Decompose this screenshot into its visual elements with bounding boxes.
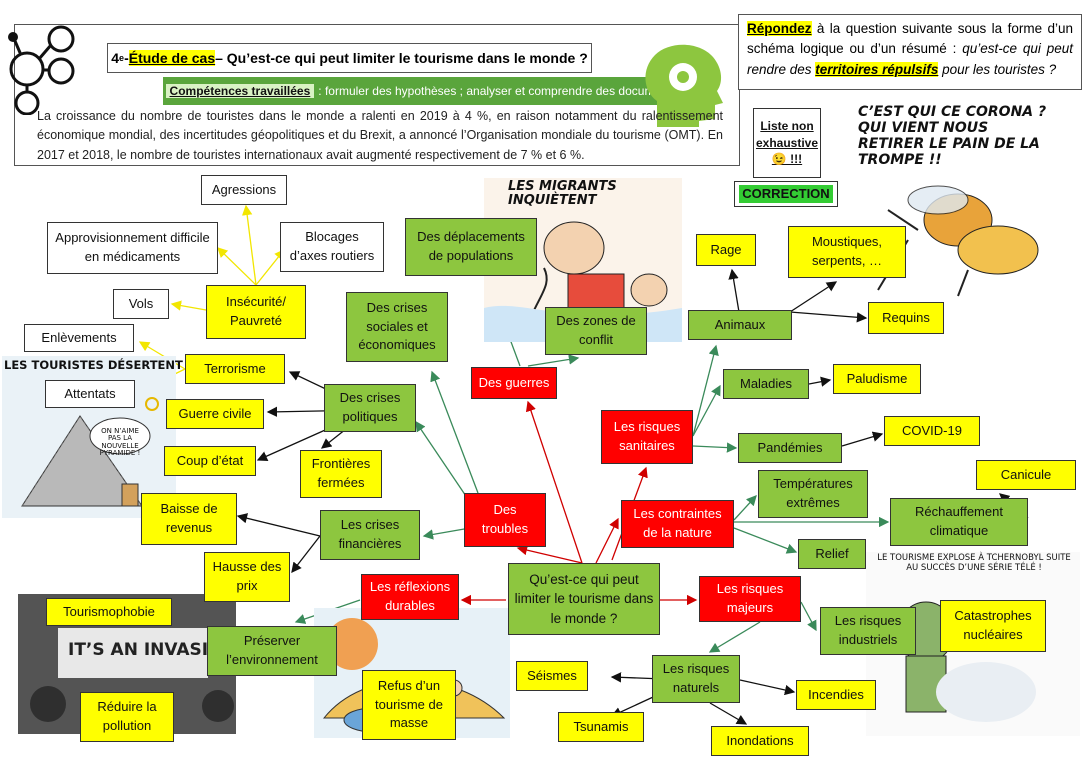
node-guerre-civile: Guerre civile	[166, 399, 264, 429]
skills-banner: Compétences travaillées : formuler des h…	[163, 77, 683, 105]
connector-arrow	[800, 601, 817, 632]
node-crises-financieres: Les crises financières	[320, 510, 420, 560]
node-hausse-prix: Hausse des prix	[204, 552, 290, 602]
connector-arrow	[841, 431, 884, 447]
node-crises-politiques: Des crises politiques	[324, 384, 416, 432]
node-animaux: Animaux	[688, 310, 792, 340]
node-risques-naturels: Les risques naturels	[652, 655, 740, 703]
connector-arrow	[808, 376, 832, 387]
connector-arrow	[708, 621, 761, 653]
node-canicule: Canicule	[976, 460, 1076, 490]
node-baisse-revenus: Baisse de revenus	[141, 493, 237, 545]
node-vols: Vols	[113, 289, 169, 319]
node-attentats: Attentats	[45, 380, 135, 408]
connector-arrow	[595, 517, 619, 564]
node-risques-industriels: Les risques industriels	[820, 607, 916, 655]
node-reflexions: Les réflexions durables	[361, 574, 459, 620]
connector-arrow	[255, 248, 285, 286]
connector-arrow	[739, 679, 796, 696]
node-contraintes: Les contraintes de la nature	[621, 500, 734, 548]
connector-arrow	[789, 311, 868, 323]
connector-arrow	[516, 545, 583, 564]
node-terrorisme: Terrorisme	[185, 354, 285, 384]
connector-arrow	[692, 442, 738, 453]
connector-arrow	[217, 247, 257, 286]
connector-arrow	[236, 513, 321, 537]
connector-arrow	[291, 535, 321, 574]
node-frontieres: Frontières fermées	[300, 450, 382, 498]
node-insecurite: Insécurité/ Pauvreté	[206, 285, 306, 339]
node-blocages: Blocages d’axes routiers	[280, 222, 384, 272]
node-crises-sociales: Des crises sociales et économiques	[346, 292, 448, 362]
node-maladies: Maladies	[723, 369, 809, 399]
connector-arrow	[241, 204, 257, 286]
node-refus: Refus d’un tourisme de masse	[362, 670, 456, 740]
node-requins: Requins	[868, 302, 944, 334]
connector-arrow	[789, 281, 838, 313]
intro-paragraph: La croissance du nombre de touristes dan…	[37, 109, 723, 162]
node-temperatures: Températures extrêmes	[758, 470, 868, 518]
connector-arrow	[430, 370, 479, 494]
node-relief: Relief	[798, 539, 866, 569]
connector-arrow	[733, 527, 798, 554]
connector-arrow	[692, 344, 719, 437]
liste-note: Liste non exhaustive 😉 !!!	[753, 108, 821, 178]
node-approvisionnement: Approvisionnement difficile en médicamen…	[47, 222, 218, 274]
node-covid: COVID-19	[884, 416, 980, 446]
node-agressions: Agressions	[201, 175, 287, 205]
connector-arrow	[527, 354, 580, 367]
node-deplacements: Des déplacements de populations	[405, 218, 537, 276]
node-pandemies: Pandémies	[738, 433, 842, 463]
connector-arrow	[733, 495, 757, 521]
node-tsunamis: Tsunamis	[558, 712, 644, 742]
node-enlevements: Enlèvements	[24, 324, 134, 352]
connector-arrow	[692, 384, 721, 437]
node-inondations: Inondations	[711, 726, 809, 756]
node-moustiques: Moustiques, serpents, …	[788, 226, 906, 278]
node-risques-majeurs: Les risques majeurs	[699, 576, 801, 622]
node-reduire: Réduire la pollution	[80, 692, 174, 742]
node-coup-etat: Coup d’état	[164, 446, 256, 476]
node-catastrophes: Catastrophes nucléaires	[940, 600, 1046, 652]
brain-gear-icon	[645, 44, 723, 128]
mindmap-logo-icon	[8, 25, 75, 115]
node-preserver: Préserver l’environnement	[207, 626, 337, 676]
node-tourismophobie: Tourismophobie	[46, 598, 172, 626]
node-risques-sanitaires: Les risques sanitaires	[601, 410, 693, 464]
node-troubles: Des troubles	[464, 493, 546, 547]
node-zones-conflit: Des zones de conflit	[545, 307, 647, 355]
connector-arrow	[170, 300, 207, 311]
node-center: Qu’est-ce qui peut limiter le tourisme d…	[508, 563, 660, 635]
node-guerres: Des guerres	[471, 367, 557, 399]
node-rage: Rage	[696, 234, 756, 266]
connector-arrow	[138, 341, 186, 370]
connector-arrow	[422, 527, 471, 540]
node-seismes: Séismes	[516, 661, 588, 691]
question-box: Répondez à la question suivante sous la …	[738, 14, 1082, 90]
node-paludisme: Paludisme	[833, 364, 921, 394]
connector-arrow	[709, 702, 748, 725]
correction-label: CORRECTION	[734, 181, 838, 207]
node-rechauffement: Réchauffement climatique	[890, 498, 1028, 546]
connector-arrow	[525, 400, 583, 564]
node-incendies: Incendies	[796, 680, 876, 710]
